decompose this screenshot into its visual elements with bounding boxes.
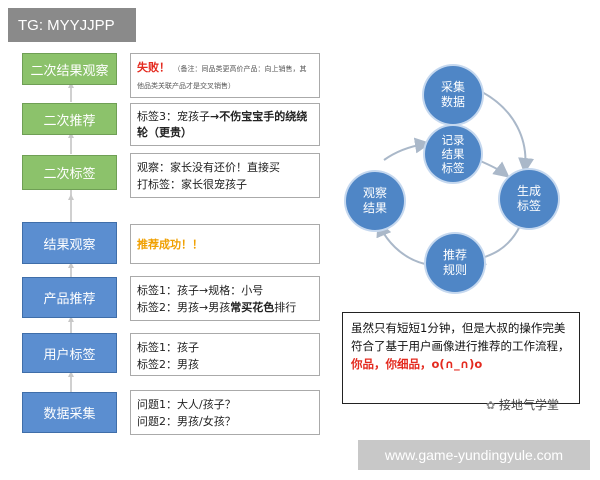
second-tag-line1: 观察：家长没有还价！直接买 xyxy=(137,161,280,174)
rec-line1: 标签1：孩子→规格：小号 xyxy=(137,284,264,297)
cycle-node-recommend-rule: 推荐 规则 xyxy=(426,234,484,292)
desc-data-collect: 问题1：大人/孩子？ 问题2：男孩/女孩？ xyxy=(130,390,320,435)
rec-line2-bold: 常买花色 xyxy=(230,301,275,314)
collect-line1: 问题1：大人/孩子？ xyxy=(137,398,236,411)
step-result-observe: 结果观察 xyxy=(22,222,117,264)
cycle-node-collect-data: 采集 数据 xyxy=(424,66,482,124)
desc-result: 推荐成功！！ xyxy=(130,224,320,264)
collect-line2: 问题2：男孩/女孩？ xyxy=(137,415,236,428)
note-line3-red1: 你品，你细品， xyxy=(351,357,432,371)
rec-line2-suffix: 排行 xyxy=(274,301,297,314)
flow-line-1 xyxy=(70,84,72,102)
note-line3: 你品，你细品，o(∩_∩)o xyxy=(351,355,571,373)
flow-arrow-1 xyxy=(68,82,74,88)
desc-product-recommend: 标签1：孩子→规格：小号 标签2：男孩→男孩常买花色排行 xyxy=(130,276,320,321)
step-user-tag: 用户标签 xyxy=(22,333,117,373)
flow-line-4 xyxy=(70,264,72,280)
rec-line2: 标签2：男孩→男孩常买花色排行 xyxy=(137,299,313,316)
tg-label: TG: MYYJJPP xyxy=(8,8,136,42)
note-line2: 符合了基于用户画像进行推荐的工作流程， xyxy=(351,339,570,353)
desc-user-tag: 标签1：孩子 标签2：男孩 xyxy=(130,333,320,376)
step-second-result-observe: 二次结果观察 xyxy=(22,53,117,85)
desc-second-recommend: 标签3：宠孩子→不伤宝宝手的绕绕轮（更贵） xyxy=(130,103,320,146)
note-line3-red2: o(∩_∩)o xyxy=(431,357,483,371)
flow-line-6 xyxy=(70,373,72,393)
flow-arrow-3 xyxy=(68,194,74,200)
cycle-node-record-result-tag: 记录 结果 标签 xyxy=(425,126,481,182)
watermark-text: 接地气学堂 xyxy=(499,398,560,412)
wechat-icon: ✿ xyxy=(486,399,496,412)
user-tag-line1: 标签1：孩子 xyxy=(137,341,199,354)
user-tag-line2: 标签2：男孩 xyxy=(137,358,199,371)
flow-line-5 xyxy=(70,318,72,335)
summary-note: 虽然只有短短1分钟，但是大叔的操作完美 符合了基于用户画像进行推荐的工作流程， … xyxy=(342,312,580,404)
cycle-node-generate-tag: 生成 标签 xyxy=(500,170,558,228)
second-rec-suffix: （更贵） xyxy=(148,126,192,139)
step-data-collect: 数据采集 xyxy=(22,392,117,433)
second-rec-main: 不伤宝宝手的绕绕轮 xyxy=(137,110,308,139)
desc-second-tag: 观察：家长没有还价！直接买 打标签：家长很宠孩子 xyxy=(130,153,320,198)
desc-second-result: 失败！ （备注：同品类更高价产品：向上销售，其他品类关联产品才是交叉销售） xyxy=(130,53,320,98)
rec-line2-prefix: 标签2：男孩→男孩 xyxy=(137,301,231,314)
second-tag-line2: 打标签：家长很宠孩子 xyxy=(137,178,247,191)
second-rec-prefix: 标签3：宠孩子 xyxy=(137,110,210,123)
watermark: ✿ 接地气学堂 xyxy=(486,396,559,413)
failure-note: （备注：同品类更高价产品：向上销售，其他品类关联产品才是交叉销售） xyxy=(137,65,307,90)
flow-arrow-6 xyxy=(68,371,74,377)
flow-line-3 xyxy=(70,189,72,222)
flow-arrow-2 xyxy=(68,132,74,138)
step-product-recommend: 产品推荐 xyxy=(22,277,117,318)
cycle-node-observe-result: 观察 结果 xyxy=(346,172,404,230)
flow-arrow-4 xyxy=(68,262,74,268)
step-second-recommend: 二次推荐 xyxy=(22,103,117,135)
note-line1: 虽然只有短短1分钟，但是大叔的操作完美 xyxy=(351,321,566,335)
flow-arrow-5 xyxy=(68,316,74,322)
footer-url: www.game-yundingyule.com xyxy=(358,440,590,470)
step-second-tag: 二次标签 xyxy=(22,155,117,190)
flow-line-2 xyxy=(70,134,72,154)
success-text: 推荐成功！！ xyxy=(137,237,203,251)
failure-text: 失败！ xyxy=(137,61,170,74)
second-rec-arrow: → xyxy=(210,110,220,123)
